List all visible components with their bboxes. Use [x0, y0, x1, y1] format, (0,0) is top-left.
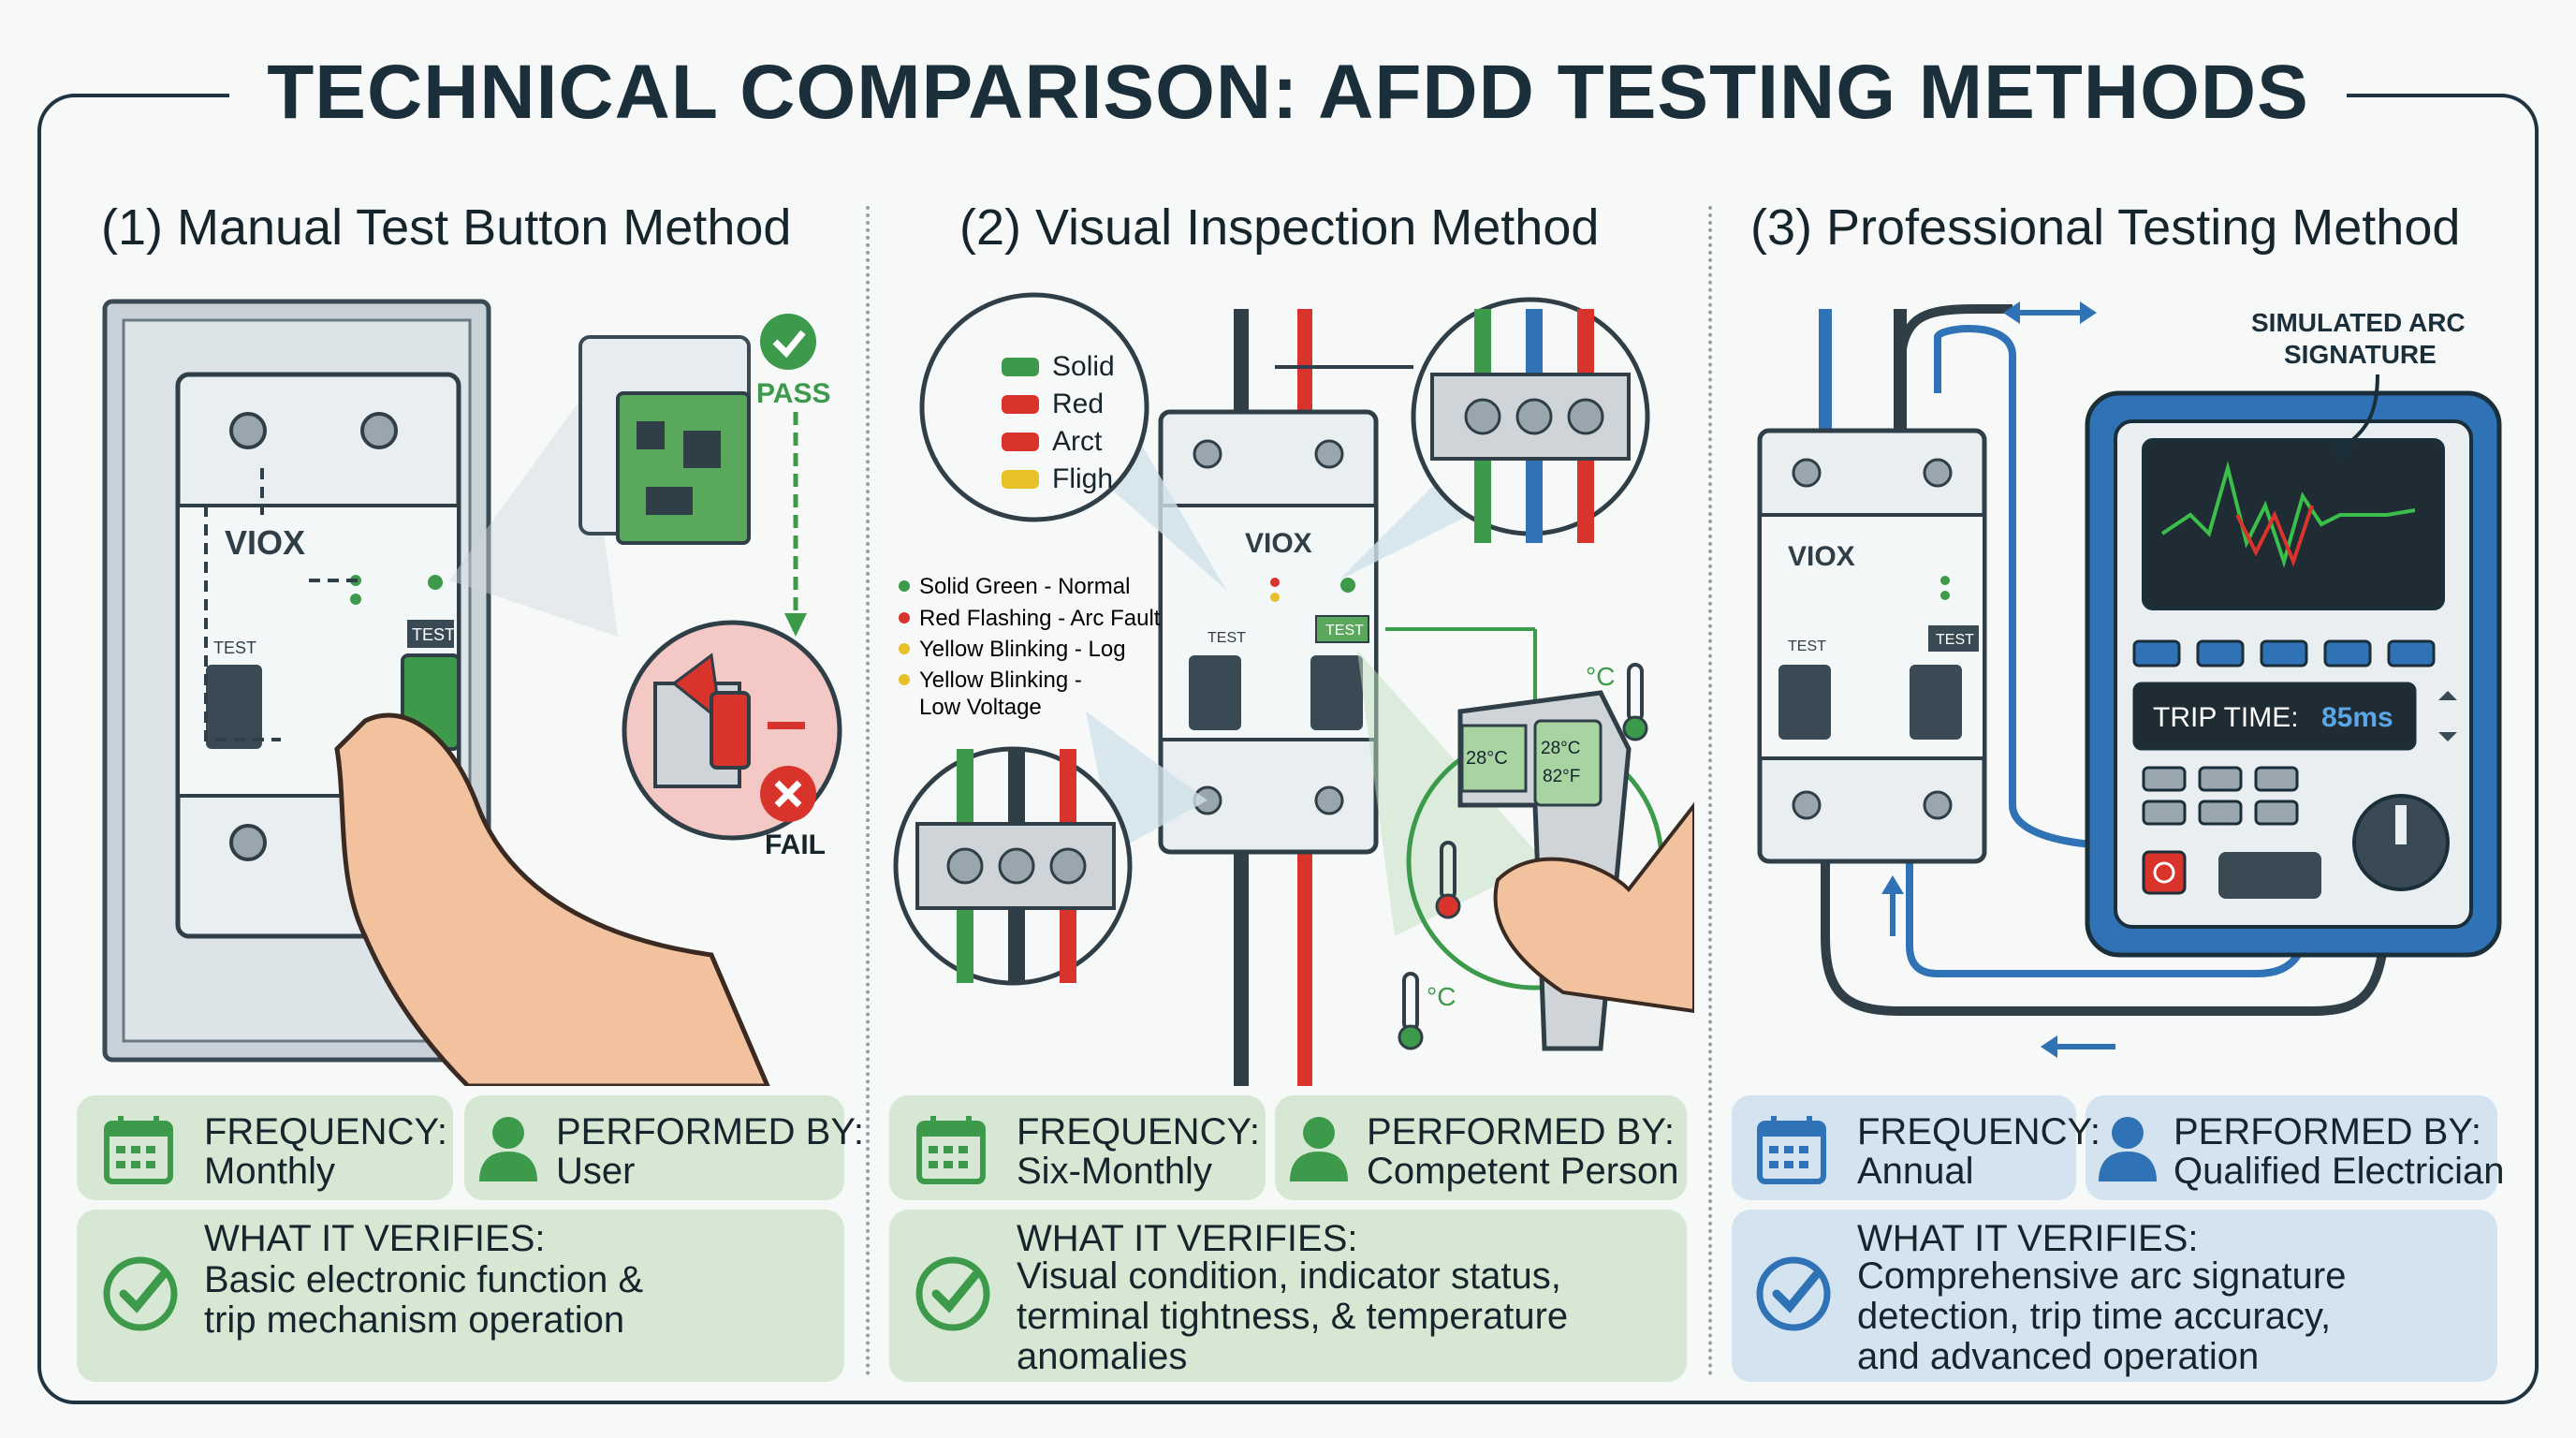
test-button-label: TEST [412, 625, 455, 644]
frequency-value: Monthly [204, 1151, 336, 1192]
frequency-value: Annual [1857, 1151, 1974, 1192]
terminal-callout-bottom [893, 712, 1208, 986]
svg-text:°C: °C [1586, 662, 1615, 691]
method-heading: (1) Manual Test Button Method [101, 199, 792, 256]
brand-label: VIOX [1245, 528, 1312, 559]
afdd-tester-device: TRIP TIME: 85ms [2085, 390, 2502, 958]
test-button-label: TEST [1936, 632, 1974, 648]
calendar-icon [1757, 1116, 1826, 1184]
svg-text:Red Flashing - Arc Fault: Red Flashing - Arc Fault [919, 606, 1161, 631]
method-heading: (2) Visual Inspection Method [959, 199, 1600, 256]
manual-test-illustration: VIOX TEST TEST PASS [102, 299, 842, 1086]
verifies-label: WHAT IT VERIFIES: [204, 1218, 546, 1259]
person-icon [1290, 1117, 1348, 1181]
frequency-value: Six-Monthly [1017, 1151, 1212, 1192]
person-icon [2099, 1117, 2157, 1181]
performed-value: Qualified Electrician [2174, 1151, 2505, 1192]
performed-by-card [464, 1095, 844, 1200]
svg-text:Low Voltage: Low Voltage [919, 695, 1042, 720]
visual-inspection-illustration: VIOX TEST TEST Solid Red Arct Fligh Soli… [893, 292, 1694, 1086]
column-divider [866, 206, 870, 1376]
performed-value: User [556, 1151, 636, 1192]
afdd-breaker: VIOX TEST TEST [1757, 428, 1987, 864]
fail-indicator: FAIL [760, 766, 826, 860]
column-divider [1708, 206, 1712, 1376]
page-title: TECHNICAL COMPARISON: AFDD TESTING METHO… [0, 49, 2576, 137]
check-circle-icon [103, 1256, 178, 1331]
verifies-card [1732, 1210, 2497, 1382]
frequency-label: FREQUENCY: [1857, 1111, 2101, 1152]
led-legend-list: Solid Green - Normal Red Flashing - Arc … [899, 574, 1161, 720]
afdd-breaker: VIOX TEST TEST [1158, 409, 1379, 855]
svg-text:Solid Green - Normal: Solid Green - Normal [919, 574, 1130, 599]
trip-time-value: 85ms [2321, 702, 2393, 733]
verifies-label: WHAT IT VERIFIES: [1857, 1218, 2199, 1259]
check-circle-icon [1756, 1256, 1831, 1331]
check-circle-icon [915, 1256, 990, 1331]
svg-text:PASS: PASS [756, 378, 830, 409]
svg-text:Red: Red [1052, 389, 1104, 419]
performed-label: PERFORMED BY: [2174, 1111, 2481, 1152]
verifies-card [77, 1210, 844, 1382]
test-label: TEST [1208, 630, 1246, 646]
brand-label: VIOX [1788, 541, 1855, 572]
hand-illustration [334, 712, 770, 1086]
svg-text:SIMULATED ARC: SIMULATED ARC [2251, 308, 2466, 337]
professional-testing-illustration: VIOX TEST TEST TRIP TIME: 85ms [1757, 301, 2502, 1058]
svg-text:FAIL: FAIL [765, 829, 826, 860]
thermometer-icon: °C °C [1398, 662, 1648, 1050]
performed-label: PERFORMED BY: [1367, 1111, 1675, 1152]
trip-time-label: TRIP TIME: [2153, 702, 2299, 733]
terminal-callout-top [1275, 297, 1650, 580]
infrared-thermometer: 28°C 28°C 82°F [1457, 690, 1694, 1051]
pass-indicator: PASS [756, 314, 830, 409]
power-button [2142, 850, 2187, 895]
verifies-card [889, 1210, 1687, 1382]
svg-text:82°F: 82°F [1543, 767, 1580, 786]
person-icon [479, 1117, 537, 1181]
test-label: TEST [213, 638, 256, 657]
svg-text:°C: °C [1427, 982, 1456, 1011]
verifies-text: Basic electronic function &trip mechanis… [204, 1259, 644, 1341]
simulated-arc-label: SIMULATED ARC SIGNATURE [2251, 308, 2466, 463]
test-label: TEST [1788, 638, 1826, 654]
performed-by-card [2086, 1095, 2497, 1200]
svg-text:Yellow Blinking -: Yellow Blinking - [919, 668, 1082, 693]
frequency-label: FREQUENCY: [1017, 1111, 1261, 1152]
svg-text:28°C: 28°C [1466, 748, 1508, 769]
calendar-icon [916, 1116, 986, 1184]
method-heading: (3) Professional Testing Method [1750, 199, 2461, 256]
svg-text:Arct: Arct [1052, 426, 1103, 457]
performed-by-card [1275, 1095, 1687, 1200]
verifies-label: WHAT IT VERIFIES: [1017, 1218, 1358, 1259]
svg-text:Fligh: Fligh [1052, 463, 1113, 494]
frequency-label: FREQUENCY: [204, 1111, 448, 1152]
svg-text:Solid: Solid [1052, 351, 1115, 382]
svg-text:28°C: 28°C [1541, 739, 1580, 758]
circuit-board-callout [578, 335, 751, 545]
led-legend-callout: Solid Red Arct Fligh [919, 292, 1226, 590]
calendar-icon [104, 1116, 173, 1184]
verifies-text: Visual condition, indicator status,termi… [1017, 1255, 1569, 1377]
brand-label: VIOX [225, 523, 305, 562]
performed-label: PERFORMED BY: [556, 1111, 864, 1152]
svg-text:Yellow Blinking - Log: Yellow Blinking - Log [919, 637, 1126, 662]
svg-text:SIGNATURE: SIGNATURE [2284, 340, 2437, 369]
trip-time-display [2132, 682, 2417, 751]
test-button-label: TEST [1325, 623, 1364, 638]
performed-value: Competent Person [1367, 1151, 1679, 1192]
